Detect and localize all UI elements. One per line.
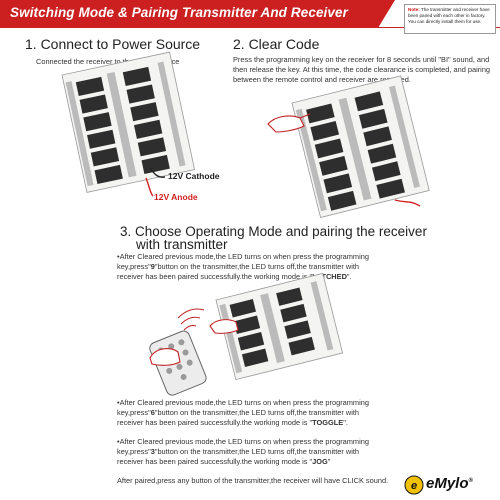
mode-toggle-key: 6: [150, 408, 155, 417]
mode-latched-bullet: •: [117, 252, 120, 261]
step2-heading: 2. Clear Code: [233, 36, 320, 52]
emylo-logo-text: eMylo®: [426, 475, 473, 492]
mode-latched-end: ".: [346, 272, 352, 281]
mode-jog-description: •After Cleared previous mode,the LED tur…: [117, 437, 379, 467]
mode-toggle-bullet: •: [117, 398, 120, 407]
mode-toggle-end: ".: [343, 418, 348, 427]
mode-jog-bullet: •: [117, 437, 120, 446]
mode-toggle-description: •After Cleared previous mode,the LED tur…: [117, 398, 379, 428]
step3-heading-line2: with transmitter: [136, 237, 228, 252]
anode-label: 12V Anode: [154, 192, 198, 202]
step1-heading: 1. Connect to Power Source: [25, 36, 201, 52]
mode-jog-text-after: "button on the transmitter,the LED turns…: [117, 447, 360, 466]
step3-footer-note: After paired,press any button of the tra…: [117, 476, 389, 485]
step2-description: Press the programming key on the receive…: [233, 55, 491, 84]
mode-jog-text-before: After Cleared previous mode,the LED turn…: [117, 437, 369, 456]
step3-heading-line1: 3. Choose Operating Mode and pairing the…: [120, 224, 427, 239]
logo-registered-mark: ®: [468, 478, 473, 484]
emylo-logo: e eMylo®: [404, 474, 496, 496]
factory-note: Note: The transmitter and receiver have …: [404, 4, 496, 34]
title-banner: Switching Mode & Pairing Transmitter And…: [0, 0, 500, 28]
mode-jog-name: JOG: [312, 457, 328, 466]
mode-toggle-text-before: After Cleared previous mode,the LED turn…: [117, 398, 369, 417]
mode-latched-text-before: After Cleared previous mode,the LED turn…: [117, 252, 369, 271]
mode-latched-name: LATCHED: [312, 272, 347, 281]
pointing-hand-icon: [209, 319, 239, 334]
mode-jog-end: ": [327, 457, 331, 466]
svg-text:e: e: [411, 480, 417, 492]
banner-title: Switching Mode & Pairing Transmitter And…: [10, 5, 348, 20]
cathode-label: 12V Cathode: [168, 171, 220, 181]
note-text: The transmitter and receiver have been p…: [408, 7, 490, 24]
mode-latched-text-after: "button on the transmitter,the LED turns…: [117, 262, 360, 281]
pressing-hand-icon: [149, 348, 181, 366]
mode-latched-key: 9: [150, 262, 155, 271]
pointing-hand-icon: [267, 113, 311, 133]
mode-toggle-name: TOGGLE: [312, 418, 344, 427]
mode-toggle-text-after: "button on the transmitter,the LED turns…: [117, 408, 360, 427]
emylo-logo-icon: e: [404, 475, 424, 495]
step1-description: Connected the receiver to the power sour…: [36, 57, 180, 66]
note-prefix: Note:: [408, 7, 420, 12]
mode-jog-key: 3: [150, 447, 155, 456]
logo-wordmark: eMylo: [426, 475, 469, 492]
mode-latched-description: •After Cleared previous mode,the LED tur…: [117, 252, 379, 282]
